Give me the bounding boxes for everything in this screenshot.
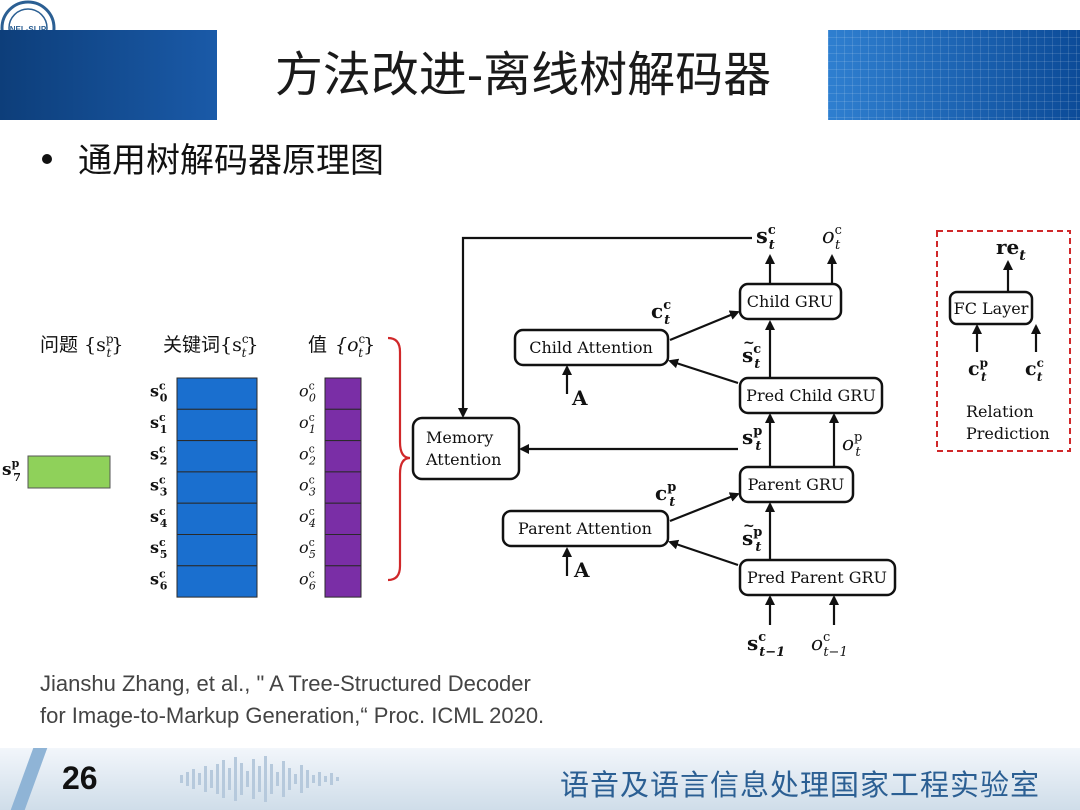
keyword-cell (176, 408, 258, 442)
child-gru-node (738, 282, 843, 321)
footer: 26 语音及语言信息处理国家工程实验室 (0, 748, 1080, 810)
value-cell (324, 534, 362, 567)
citation-line-2: for Image-to-Markup Generation,“ Proc. I… (40, 703, 545, 728)
memory-brace (387, 336, 411, 582)
keyword-cell (176, 534, 258, 567)
relation-label-2: Prediction (966, 424, 1050, 443)
footer-org-name: 语音及语言信息处理国家工程实验室 (560, 768, 1041, 802)
keyword-cell (176, 502, 258, 536)
pred-parent-gru-label: Pred Parent GRU (747, 568, 887, 587)
bullet-text: 通用树解码器原理图 (78, 141, 384, 181)
value-cell (324, 377, 362, 410)
a-label-parent: A (573, 558, 590, 582)
keyword-cell (176, 440, 258, 473)
title-band (0, 30, 1080, 120)
s-tilde-c-t-tilde: ~ (743, 335, 755, 351)
relation-label-1: Relation (966, 402, 1034, 421)
page-number: 26 (62, 760, 98, 796)
arrow-parentatt-to-parentgru (669, 492, 740, 523)
fc-layer-label: FC Layer (954, 299, 1029, 318)
value-cell (324, 471, 362, 504)
child-gru-label: Child GRU (747, 292, 833, 311)
arrow-predchild-to-childatt (668, 358, 739, 385)
keyword-cell (176, 377, 258, 410)
memory-attention-label-1: Memory (426, 428, 493, 447)
value-cell (324, 502, 362, 536)
memory-attention-label-2: Attention (425, 450, 501, 469)
s-tilde-p-t-tilde: ~ (743, 518, 755, 534)
value-cell (324, 565, 362, 598)
child-attention-node (513, 328, 670, 367)
footer-stripe (10, 748, 48, 810)
title-band-right (828, 30, 1080, 120)
arrow-sct-to-memory (458, 236, 752, 418)
value-cell (324, 408, 362, 442)
pred-parent-gru-node (738, 558, 897, 597)
fc-layer-node (948, 290, 1034, 326)
title-band-left (0, 30, 217, 120)
pred-child-gru-node (738, 376, 884, 415)
parent-gru-node (738, 465, 855, 504)
bullet-item: 通用树解码器原理图 (42, 133, 384, 182)
citation-line-1: Jianshu Zhang, et al., " A Tree-Structur… (40, 671, 531, 696)
parent-gru-label: Parent GRU (748, 475, 845, 494)
bullet-dot-icon (42, 154, 52, 164)
parent-attention-node (501, 509, 670, 548)
parent-attention-label: Parent Attention (518, 519, 652, 538)
value-cell (324, 440, 362, 473)
svg-text:NEL-SLIP: NEL-SLIP (10, 25, 47, 34)
re-t-label: ret (996, 235, 1026, 264)
a-label-child: A (571, 386, 588, 410)
citation: Jianshu Zhang, et al., " A Tree-Structur… (40, 668, 544, 732)
keyword-cell (176, 565, 258, 598)
arrow-childatt-to-childgru (669, 310, 740, 342)
pred-child-gru-label: Pred Child GRU (746, 386, 876, 405)
soundwave-icon (180, 756, 339, 802)
title-band-grid (828, 30, 1080, 120)
arrow-predparent-to-parentatt (668, 539, 739, 567)
child-attention-label: Child Attention (529, 338, 653, 357)
question-slot (27, 455, 111, 489)
keyword-cell (176, 471, 258, 504)
relation-prediction-box (936, 230, 1071, 452)
slide-title: 方法改进-离线树解码器 (274, 47, 772, 103)
